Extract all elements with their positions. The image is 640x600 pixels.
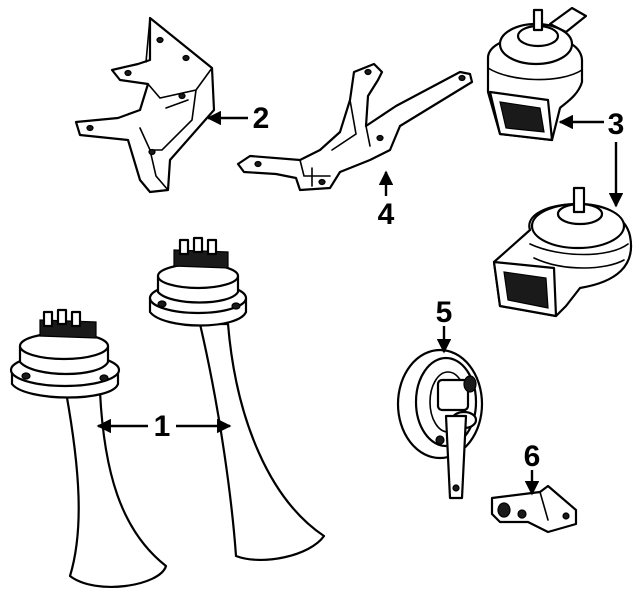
part-3-horn-upper — [486, 6, 588, 142]
part-3-horn-lower — [492, 186, 633, 318]
part-2-bracket — [74, 16, 216, 194]
part-5-disc-horn — [396, 348, 484, 500]
part-6-bracket — [490, 484, 578, 534]
part-4-bracket — [236, 62, 474, 192]
part-1-trumpet-horn-front — [9, 308, 168, 588]
part-1-trumpet-horn-rear — [148, 236, 326, 562]
callout-2: 2 — [253, 102, 270, 135]
callout-1: 1 — [154, 410, 171, 443]
leader-lines — [96, 110, 624, 496]
callout-3: 3 — [608, 108, 625, 141]
callout-4: 4 — [378, 198, 395, 231]
callout-5: 5 — [436, 296, 453, 329]
callout-6: 6 — [524, 440, 541, 473]
